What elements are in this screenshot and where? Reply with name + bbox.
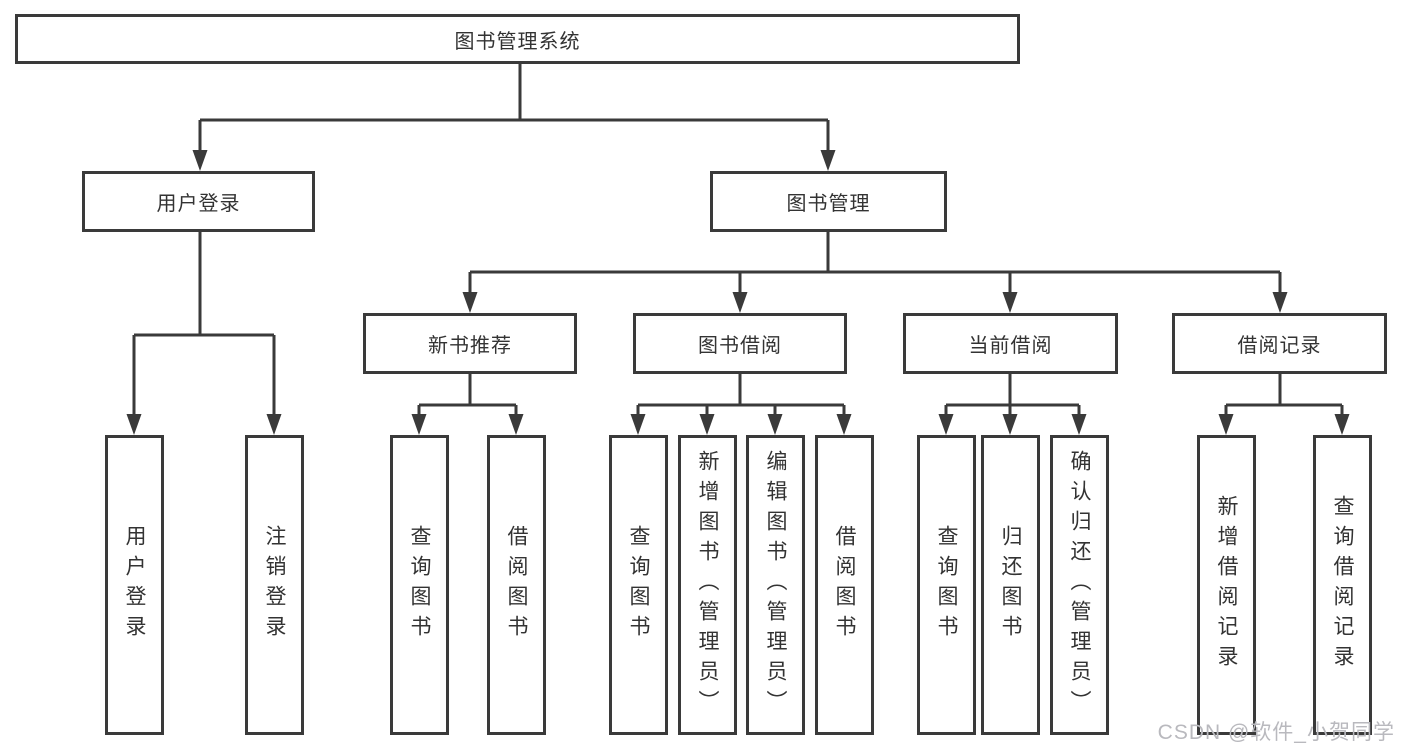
arrowhead-icons <box>126 150 1350 435</box>
leaf-edit-book-admin: 编辑图书（管理员） <box>746 435 805 735</box>
leaf-return-book: 归还图书 <box>981 435 1040 735</box>
node-current-borrow: 当前借阅 <box>903 313 1118 374</box>
leaf-borrow-books-recommend: 借阅图书 <box>487 435 546 735</box>
node-label: 图书管理 <box>786 193 871 215</box>
node-user-login: 用户登录 <box>82 171 315 232</box>
node-label: 归还图书 <box>999 525 1022 645</box>
leaf-query-books-borrow: 查询图书 <box>609 435 668 735</box>
leaf-add-book-admin: 新增图书（管理员） <box>678 435 737 735</box>
node-label: 图书管理系统 <box>454 30 581 53</box>
node-label: 编辑图书（管理员） <box>764 450 787 720</box>
node-borrow-records: 借阅记录 <box>1172 313 1387 374</box>
node-label: 新增图书（管理员） <box>696 450 719 720</box>
node-label: 查询图书 <box>627 525 650 645</box>
leaf-query-borrow-record: 查询借阅记录 <box>1313 435 1372 735</box>
leaf-query-books-current: 查询图书 <box>917 435 976 735</box>
node-new-book-recommend: 新书推荐 <box>363 313 577 374</box>
node-label: 借阅图书 <box>505 525 528 645</box>
node-label: 图书借阅 <box>698 335 782 357</box>
leaf-confirm-return-admin: 确认归还（管理员） <box>1050 435 1109 735</box>
leaf-logout: 注销登录 <box>245 435 304 735</box>
node-label: 新书推荐 <box>428 335 512 357</box>
node-label: 当前借阅 <box>968 335 1053 357</box>
node-label: 用户登录 <box>123 525 146 645</box>
node-root-system: 图书管理系统 <box>15 14 1020 64</box>
leaf-add-borrow-record: 新增借阅记录 <box>1197 435 1256 735</box>
node-label: 查询图书 <box>935 525 958 645</box>
leaf-query-books-recommend: 查询图书 <box>390 435 449 735</box>
node-label: 确认归还（管理员） <box>1068 450 1091 720</box>
leaf-borrow-books: 借阅图书 <box>815 435 874 735</box>
node-label: 借阅记录 <box>1237 335 1322 357</box>
node-label: 查询图书 <box>408 525 431 645</box>
node-label: 用户登录 <box>156 193 241 215</box>
node-label: 新增借阅记录 <box>1215 495 1238 675</box>
tree-edges <box>132 64 1344 416</box>
node-book-borrow: 图书借阅 <box>633 313 847 374</box>
csdn-watermark: CSDN @软件_小贺同学 <box>1157 721 1395 744</box>
node-label: 注销登录 <box>263 525 286 645</box>
node-book-management: 图书管理 <box>710 171 947 232</box>
node-label: 借阅图书 <box>833 525 856 645</box>
leaf-user-login: 用户登录 <box>105 435 164 735</box>
node-label: 查询借阅记录 <box>1331 495 1354 675</box>
